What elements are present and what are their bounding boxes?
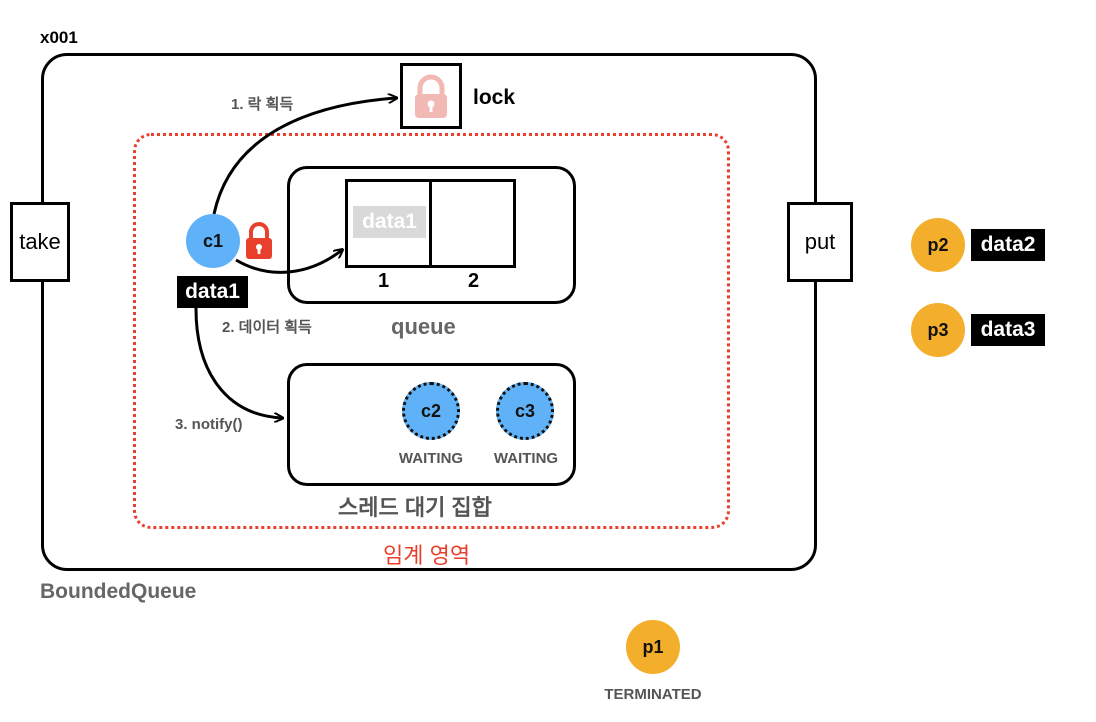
put-port: put — [787, 202, 853, 282]
instance-id: x001 — [40, 28, 78, 47]
take-port: take — [10, 202, 70, 282]
thread-p1-name: p1 — [642, 636, 664, 657]
thread-c3: c3 — [496, 382, 554, 440]
lock-label: lock — [473, 86, 516, 109]
thread-p1-state: TERMINATED — [604, 686, 702, 703]
padlock-icon — [246, 222, 272, 259]
thread-c2-state: WAITING — [398, 450, 464, 467]
lock-box — [400, 63, 462, 129]
lock-acquire-arrow — [212, 98, 396, 215]
queue-slot-1-data: data1 — [353, 206, 426, 238]
held-data-tag: data1 — [177, 276, 248, 308]
queue-label: queue — [391, 314, 456, 339]
thread-c3-name: c3 — [514, 400, 536, 421]
thread-c2-name: c2 — [420, 400, 442, 421]
notify-arrow — [194, 304, 282, 418]
wait-set-label: 스레드 대기 집합 — [338, 495, 492, 520]
put-label: put — [804, 229, 836, 254]
thread-c3-state: WAITING — [493, 450, 559, 467]
data-acquire-arrow — [235, 250, 342, 274]
step-3-label: 3. notify() — [175, 416, 243, 433]
bounded-queue-object — [41, 53, 817, 571]
padlock-icon — [415, 74, 447, 118]
queue-slot-2 — [429, 179, 516, 268]
p3-data-tag: data3 — [971, 314, 1045, 346]
thread-p2-name: p2 — [927, 234, 949, 255]
thread-c2: c2 — [402, 382, 460, 440]
queue-slot-1-index: 1 — [378, 270, 390, 292]
thread-p3-name: p3 — [927, 319, 949, 340]
wait-set-container — [287, 363, 576, 486]
step-1-label: 1. 락 획득 — [231, 96, 294, 113]
take-label: take — [19, 229, 61, 254]
p2-data-tag: data2 — [971, 229, 1045, 261]
critical-section-label: 임계 영역 — [383, 543, 471, 568]
queue-slot-2-index: 2 — [468, 270, 480, 292]
thread-p2: p2 — [911, 218, 965, 272]
step-2-label: 2. 데이터 획득 — [222, 319, 312, 336]
thread-p1: p1 — [626, 620, 680, 674]
critical-section-region — [133, 133, 730, 529]
thread-c1-name: c1 — [202, 230, 224, 251]
queue-container — [287, 166, 576, 304]
class-name-label: BoundedQueue — [40, 580, 197, 603]
thread-p3: p3 — [911, 303, 965, 357]
thread-c1: c1 — [186, 214, 240, 268]
